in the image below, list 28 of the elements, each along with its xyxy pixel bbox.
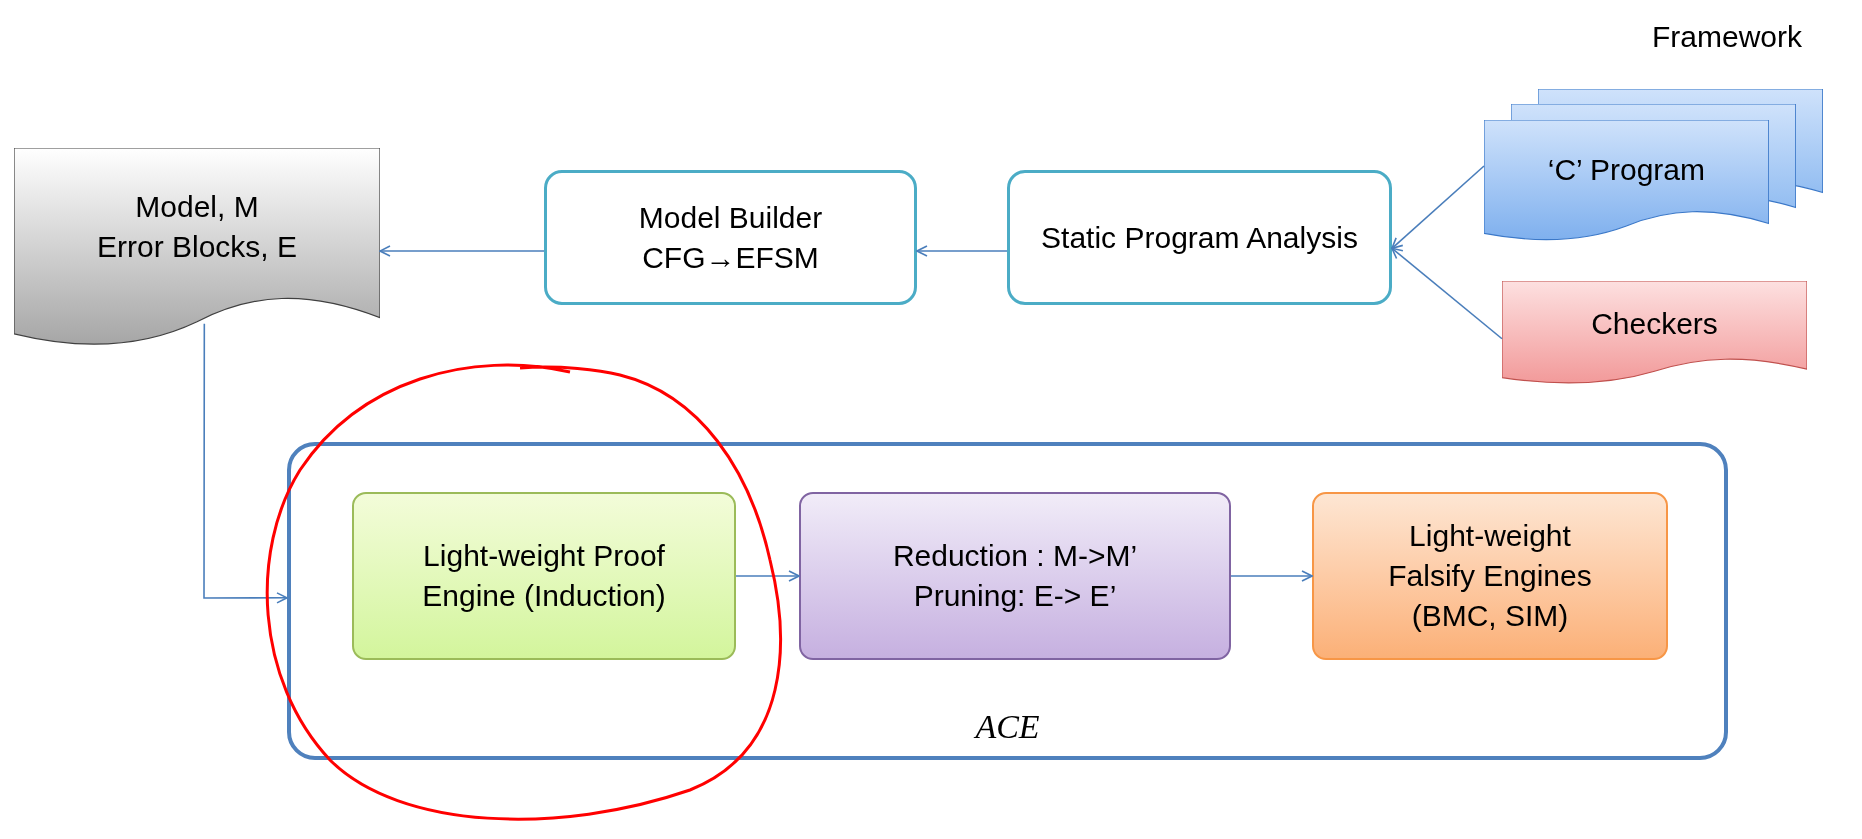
node-text: Light-weight Falsify Engines (BMC, SIM)	[1387, 518, 1593, 634]
arrow	[735, 570, 800, 582]
node-text: ACE	[975, 707, 1040, 747]
node-text: Reduction : M->M’	[892, 538, 1138, 574]
node-text: Static Program Analysis	[1041, 219, 1358, 256]
node-text: Model, M	[135, 188, 259, 225]
node-text: CFG→EFSM	[642, 239, 819, 276]
arrow	[1230, 570, 1313, 582]
node-text: Error Blocks, E	[96, 228, 297, 265]
process-box	[799, 492, 1231, 660]
process-box	[1312, 492, 1668, 660]
node-text: Light-weight Proof Engine (Induction)	[421, 538, 667, 614]
group-container	[287, 442, 1728, 760]
node-text: Model Builder	[638, 199, 823, 236]
node-text: ‘C’ Program	[1547, 151, 1705, 188]
arrow	[379, 245, 545, 257]
arrow	[203, 322, 288, 604]
arrow	[1391, 247, 1503, 340]
process-box	[544, 170, 917, 305]
node-text: Pruning: E-> E’	[913, 578, 1117, 614]
process-box	[1007, 170, 1392, 305]
arrow	[1391, 165, 1485, 250]
node-text: Checkers	[1591, 305, 1718, 342]
stacked-documents	[1484, 89, 1823, 243]
document-shape	[1502, 281, 1807, 386]
arrow	[916, 245, 1008, 257]
framework-label: Framework	[1652, 19, 1802, 55]
process-box	[352, 492, 736, 660]
